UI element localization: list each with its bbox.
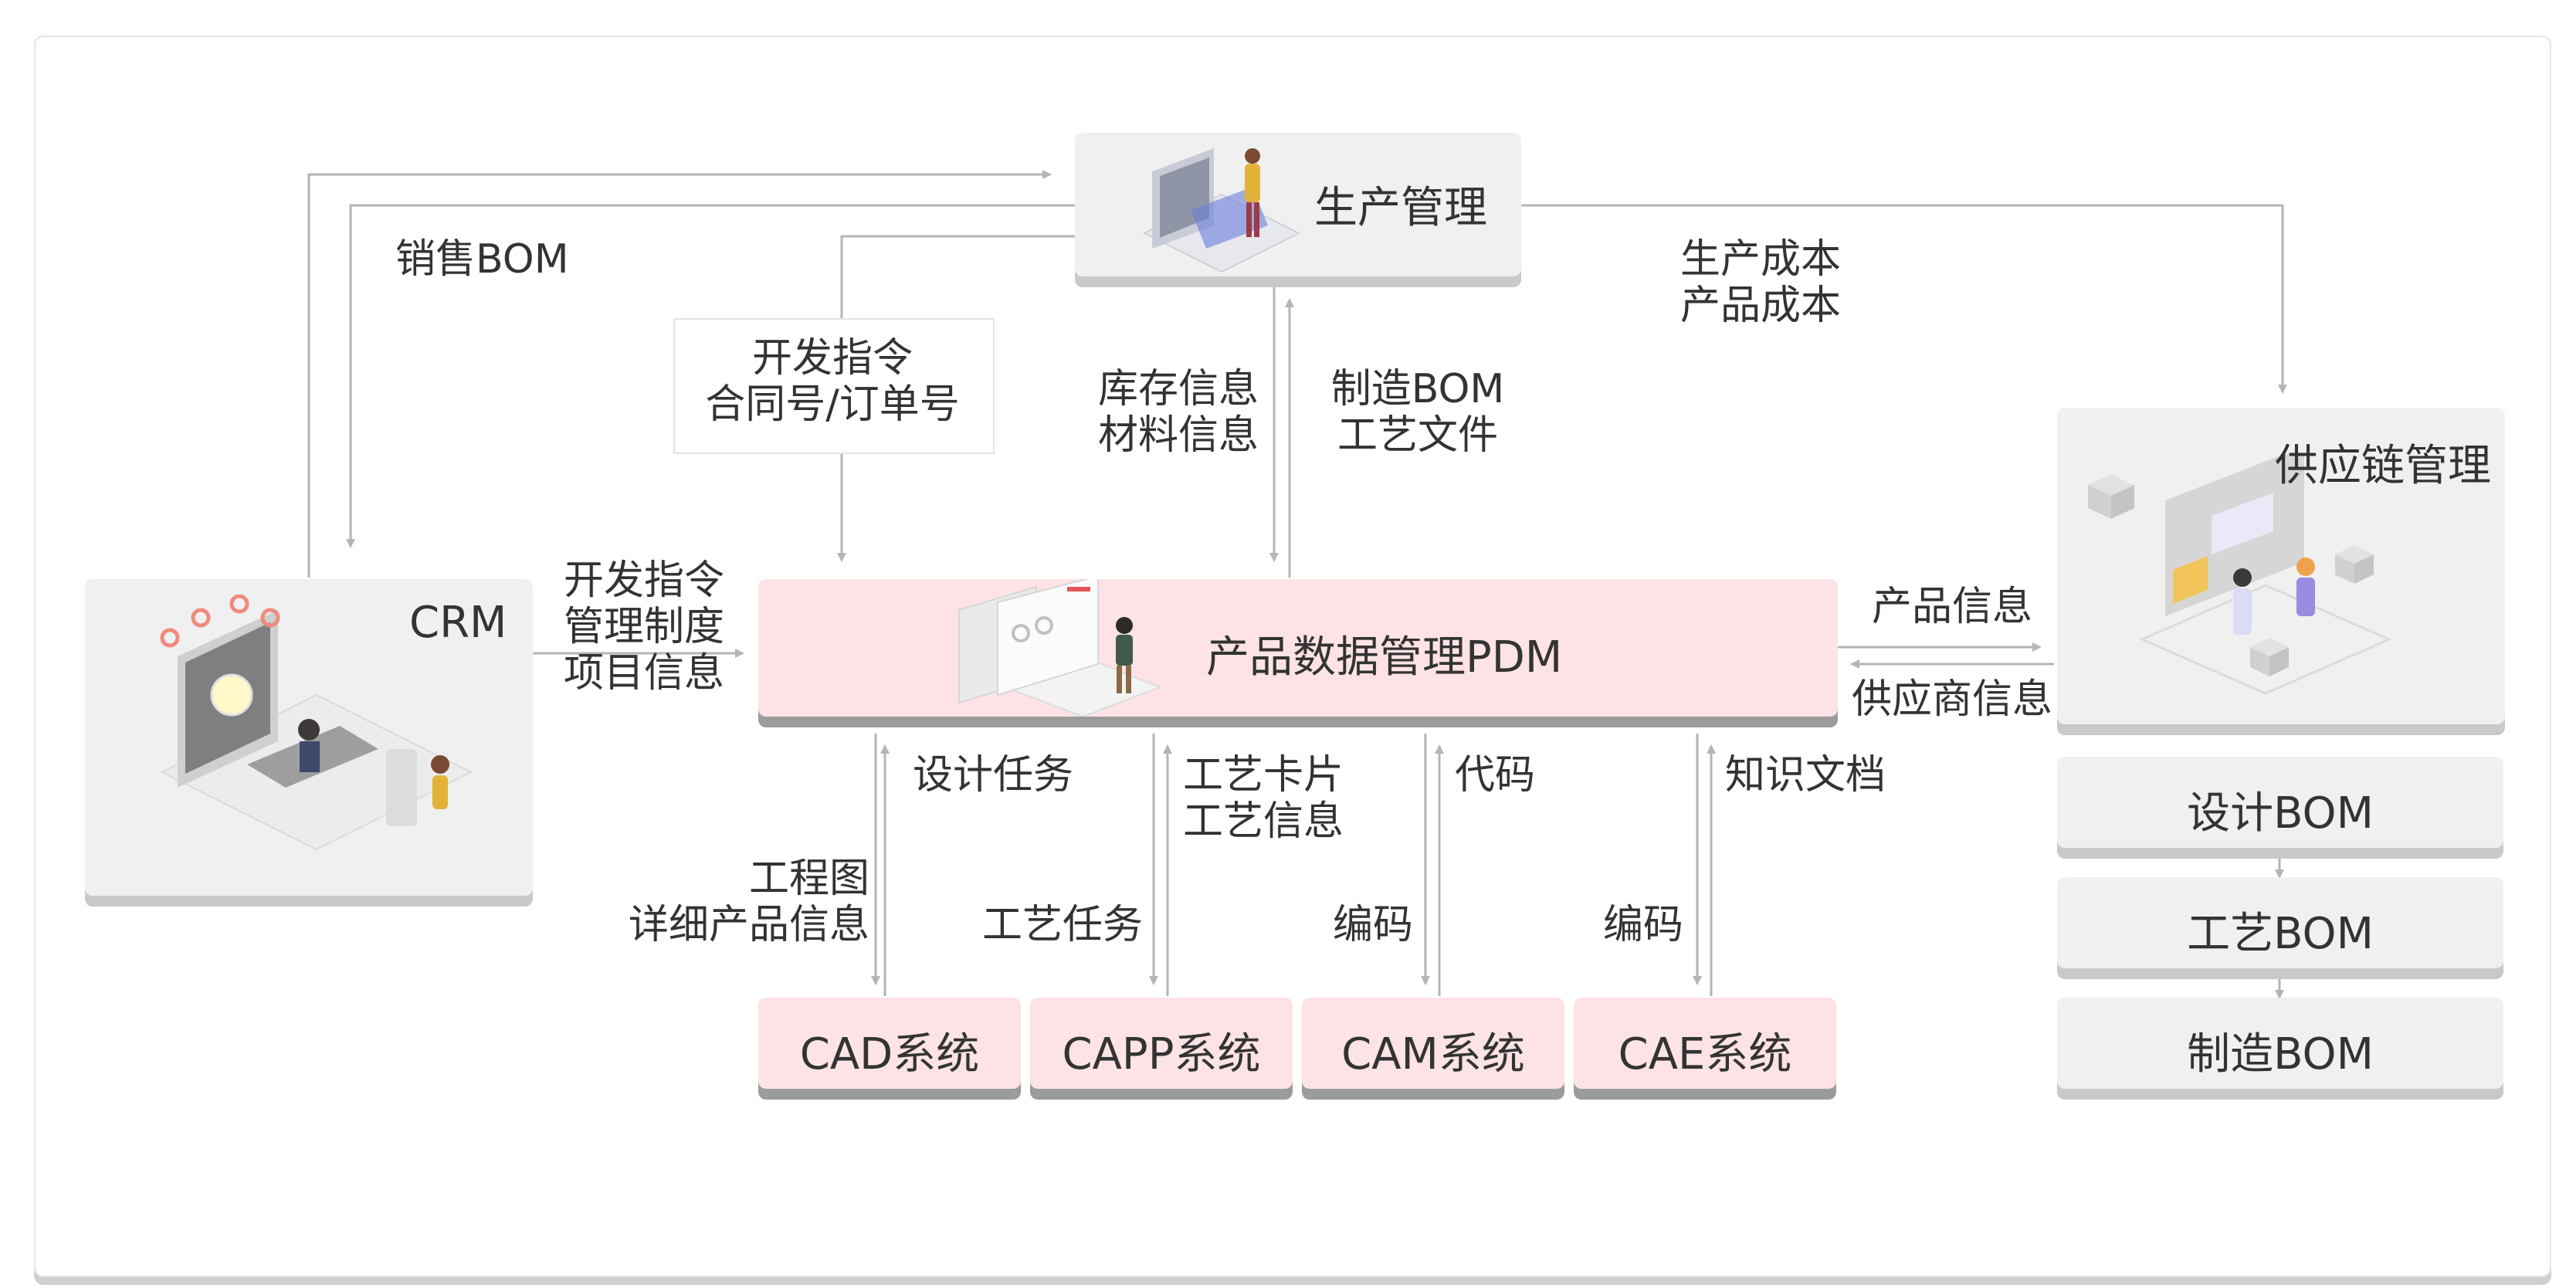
process-info-label: 工艺信息 (1183, 798, 1344, 845)
product-info-label: 产品信息 (1872, 584, 2032, 630)
edge-production-to-supply (1521, 205, 2283, 392)
manufacturing-bom-node[interactable]: 制造BOM (2057, 998, 2503, 1089)
cam-node[interactable]: CAM系统 (1302, 998, 1564, 1089)
manufacturing-bom-title: 制造BOM (2057, 1019, 2503, 1082)
design-bom-node[interactable]: 设计BOM (2057, 757, 2503, 848)
code-label: 代码 (1455, 752, 1535, 798)
production-title: 生产管理 (1314, 173, 1487, 236)
dev-order-label: 开发指令 (673, 335, 991, 381)
cae-node[interactable]: CAE系统 (1574, 998, 1836, 1089)
pdm-title: 产品数据管理PDM (1206, 622, 1562, 685)
process-task-label: 工艺任务 (927, 902, 1143, 948)
cae-title: CAE系统 (1574, 1019, 1836, 1082)
crm-title: CRM (409, 598, 507, 648)
material-info-label: 材料信息 (1066, 412, 1259, 459)
dev-command-label: 开发指令 (545, 558, 743, 604)
pdm-illustration-icon (951, 579, 1160, 717)
process-bom-node[interactable]: 工艺BOM (2057, 877, 2503, 968)
production-illustration-icon (1137, 141, 1307, 272)
project-info-label: 项目信息 (545, 650, 743, 697)
design-task-label: 设计任务 (913, 752, 1073, 798)
engineering-drawing-label: 工程图 (602, 856, 869, 902)
crm-node[interactable]: CRM (85, 579, 533, 896)
capp-node[interactable]: CAPP系统 (1030, 998, 1293, 1089)
sales-bom-label: 销售BOM (395, 236, 569, 283)
order-number-label: 合同号/订单号 (673, 381, 991, 428)
encoding-cam-label: 编码 (1266, 902, 1413, 948)
capp-title: CAPP系统 (1030, 1019, 1293, 1082)
process-file-label: 工艺文件 (1325, 412, 1510, 459)
supply-chain-illustration-icon (2080, 454, 2420, 717)
management-rules-label: 管理制度 (545, 604, 743, 650)
product-cost-label: 产品成本 (1660, 283, 1861, 329)
pdm-node[interactable]: 产品数据管理PDM (758, 579, 1838, 717)
supplier-info-label: 供应商信息 (1852, 676, 2052, 723)
cad-node[interactable]: CAD系统 (758, 998, 1021, 1089)
process-card-label: 工艺卡片 (1183, 752, 1344, 798)
supply-chain-node[interactable]: 供应链管理 (2057, 408, 2505, 724)
encoding-cae-label: 编码 (1537, 902, 1683, 948)
supply-chain-title: 供应链管理 (2275, 431, 2491, 493)
knowledge-doc-label: 知识文档 (1725, 752, 1886, 798)
inventory-info-label: 库存信息 (1066, 366, 1259, 412)
cad-title: CAD系统 (758, 1019, 1021, 1082)
cam-title: CAM系统 (1302, 1019, 1564, 1082)
production-cost-label: 生产成本 (1660, 236, 1861, 283)
detailed-product-info-label: 详细产品信息 (602, 902, 869, 948)
process-bom-title: 工艺BOM (2057, 899, 2503, 961)
production-node[interactable]: 生产管理 (1075, 133, 1521, 276)
mfg-bom-label: 制造BOM (1325, 366, 1510, 412)
design-bom-title: 设计BOM (2057, 778, 2503, 841)
